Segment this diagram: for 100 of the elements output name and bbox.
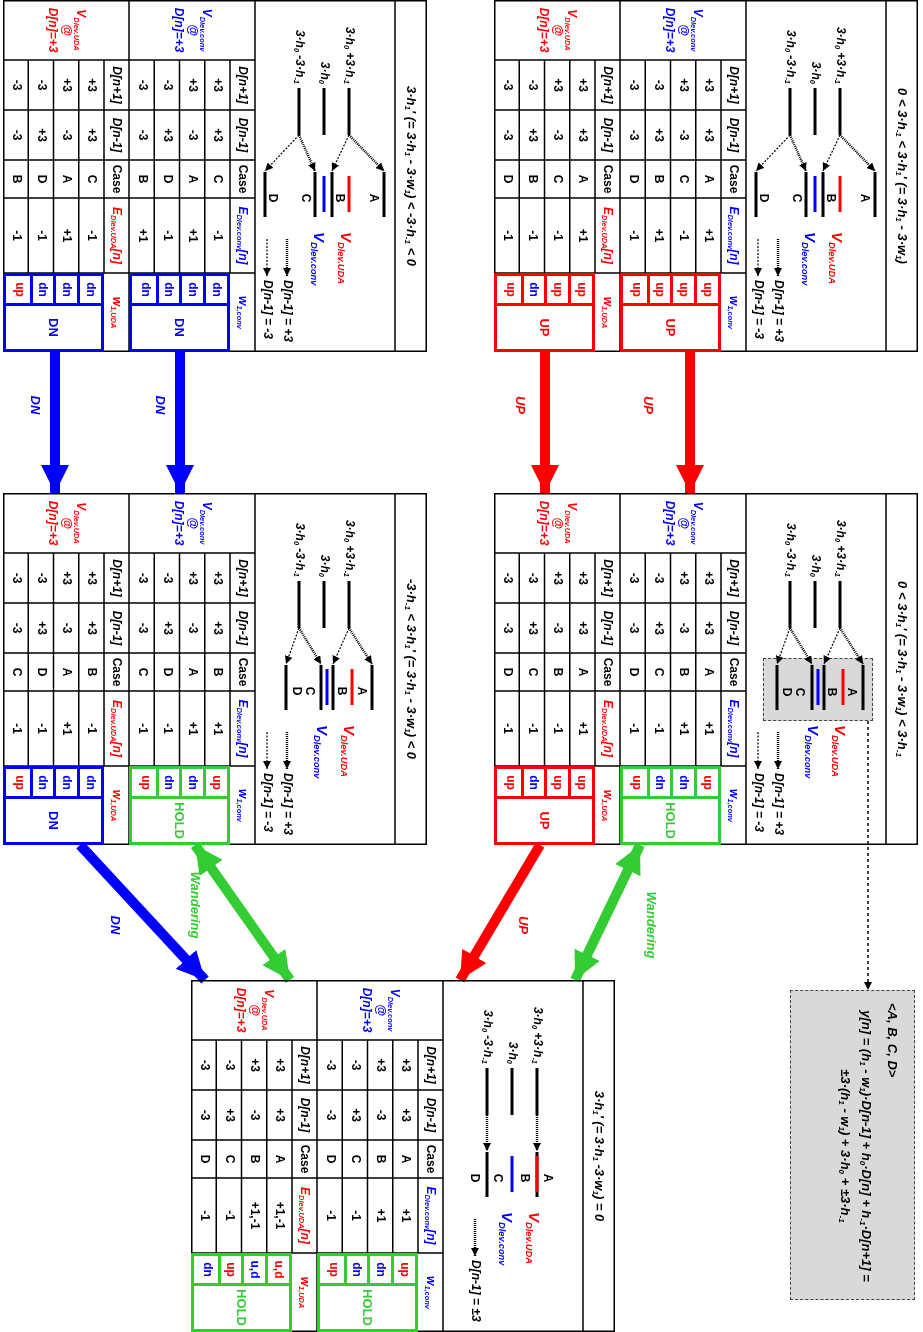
table-value: B bbox=[134, 174, 149, 184]
case-letter: B bbox=[825, 193, 837, 203]
table-value: -1 bbox=[34, 230, 48, 241]
case-letter: D bbox=[291, 686, 303, 696]
table-value: -1 bbox=[8, 230, 23, 241]
direction-value: dn bbox=[520, 276, 545, 306]
table-value: -1 bbox=[499, 230, 514, 241]
column-header: D[n-1] bbox=[600, 610, 615, 646]
table-value: A bbox=[575, 174, 590, 184]
direction-value: dn bbox=[77, 769, 101, 799]
transition-arrow bbox=[676, 352, 704, 493]
direction-value: up bbox=[694, 769, 718, 799]
decision-box bbox=[620, 766, 721, 845]
table-value: +1 bbox=[575, 228, 590, 243]
edge-label: UP bbox=[512, 395, 528, 415]
column-header: Case bbox=[726, 657, 741, 687]
table-value: +3 bbox=[701, 128, 716, 142]
case-letter: B bbox=[334, 193, 346, 203]
table-value: +3 bbox=[525, 128, 539, 142]
table-value: +3 bbox=[59, 78, 73, 92]
table-value: -3 bbox=[8, 622, 23, 634]
table-value: D bbox=[160, 174, 174, 184]
table-value: +3 bbox=[550, 571, 564, 585]
decision-box bbox=[129, 766, 230, 845]
legend-text: D[n-1] = -3 bbox=[751, 280, 765, 339]
column-header: Case bbox=[109, 164, 124, 194]
row-label: V$_{Dlev.conv}$ @ D[n]=+3 bbox=[171, 499, 213, 548]
transition-arrow bbox=[531, 352, 559, 493]
table-value: -1 bbox=[160, 230, 174, 241]
table-value: -3 bbox=[59, 129, 73, 141]
table-value: +3 bbox=[575, 621, 590, 635]
table-value: -1 bbox=[676, 230, 690, 241]
table-value: +1 bbox=[59, 228, 73, 243]
direction-value: dn bbox=[203, 276, 227, 306]
edge-label: UP bbox=[515, 915, 531, 935]
table-value: -3 bbox=[185, 622, 199, 634]
case-letter: C bbox=[794, 687, 806, 697]
transition-arrow bbox=[41, 352, 69, 493]
column-header: Case bbox=[235, 164, 250, 194]
edge-label: DN bbox=[27, 395, 43, 415]
direction-value: dn bbox=[29, 769, 54, 799]
row-label: V$_{Dlev.conv}$ @ D[n]=+3 bbox=[662, 6, 704, 55]
case-letter: B bbox=[336, 686, 348, 696]
table-value: -1 bbox=[160, 723, 174, 734]
table-value: +3 bbox=[84, 78, 99, 92]
table-value: -3 bbox=[134, 572, 149, 584]
table-value: +3 bbox=[398, 1058, 413, 1072]
direction-value: up bbox=[6, 769, 30, 799]
table-value: +1 bbox=[185, 721, 199, 736]
table-value: +3 bbox=[222, 1108, 236, 1122]
table-value: +1 bbox=[210, 721, 225, 736]
table-value: -3 bbox=[550, 622, 564, 634]
legend-text: D[n-1] = +3 bbox=[771, 280, 785, 342]
table-value: D bbox=[196, 1154, 211, 1164]
table-value: -3 bbox=[160, 572, 174, 584]
table-value: +3 bbox=[676, 78, 690, 92]
direction-value: dn bbox=[343, 1256, 368, 1286]
column-header: Case bbox=[235, 657, 250, 687]
table-value: -3 bbox=[499, 572, 514, 584]
column-header: D[n-1] bbox=[109, 610, 124, 646]
note-heading: <A, B, C, D> bbox=[884, 1003, 900, 1078]
direction-value: dn bbox=[646, 769, 671, 799]
result-label: HOLD bbox=[234, 1289, 249, 1326]
table-value: -1 bbox=[525, 230, 539, 241]
case-letter: D bbox=[267, 193, 279, 203]
table-value: +3 bbox=[34, 621, 48, 635]
table-value: +1 bbox=[651, 228, 665, 243]
direction-value: dn bbox=[77, 276, 101, 306]
case-letter: D bbox=[469, 1173, 481, 1183]
table-value: +3 bbox=[651, 621, 665, 635]
table-value: -3 bbox=[373, 1109, 387, 1121]
transition-arrow bbox=[190, 842, 295, 983]
table-value: +1 bbox=[701, 721, 716, 736]
table-value: +3 bbox=[210, 571, 225, 585]
table-value: B bbox=[525, 174, 539, 184]
decision-box bbox=[3, 273, 104, 352]
table-value: +3 bbox=[210, 78, 225, 92]
direction-value: up bbox=[568, 276, 592, 306]
table-value: -3 bbox=[160, 79, 174, 91]
column-header: D[n+1] bbox=[109, 559, 124, 597]
result-label: HOLD bbox=[172, 802, 187, 839]
direction-value: up bbox=[132, 769, 156, 799]
table-value: +3 bbox=[84, 128, 99, 142]
edge-label: Wandering bbox=[643, 891, 659, 959]
table-value: -3 bbox=[625, 79, 640, 91]
table-value: -3 bbox=[676, 129, 690, 141]
table-value: +1 bbox=[134, 228, 149, 243]
table-value: -1 bbox=[8, 723, 23, 734]
table-value: D bbox=[499, 667, 514, 677]
direction-value: up bbox=[320, 1256, 344, 1286]
edge-label: Wandering bbox=[187, 871, 203, 939]
table-value: C bbox=[348, 1154, 362, 1164]
table-value: D bbox=[322, 1154, 337, 1164]
column-header: D[n+1] bbox=[109, 66, 124, 104]
direction-value: dn bbox=[367, 1256, 392, 1286]
decision-box bbox=[191, 1253, 292, 1332]
legend-text: D[n-1] = ±3 bbox=[468, 1260, 482, 1322]
table-value: -3 bbox=[499, 79, 514, 91]
case-letter: C bbox=[791, 193, 803, 203]
table-value: -1 bbox=[322, 1210, 337, 1221]
